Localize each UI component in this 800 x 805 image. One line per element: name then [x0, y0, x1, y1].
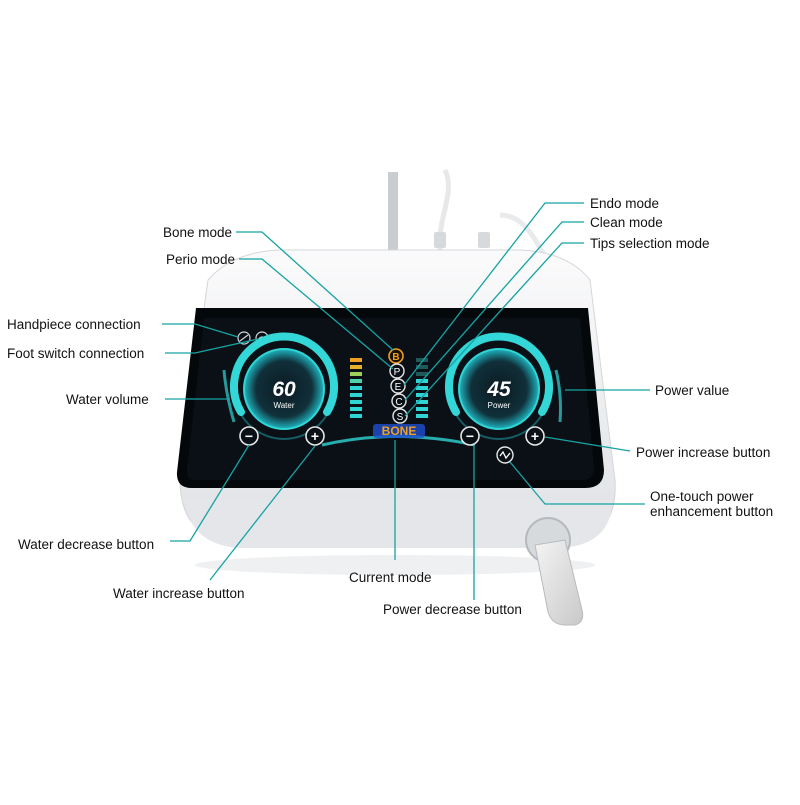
water-decrease-button-label: Water decrease button: [18, 537, 155, 552]
water-volume-label: Water volume: [66, 392, 149, 407]
power-side-glow: [554, 369, 562, 423]
leader-lines: [162, 202, 650, 600]
mode-letter-e: E: [395, 382, 402, 393]
handpiece-connection-icon-slash: [239, 334, 249, 342]
leader-power-increase: [544, 436, 631, 452]
endo-mode-label: Endo mode: [590, 196, 660, 211]
leader-perio-mode: [239, 258, 394, 370]
power-increase-button-label: Power increase button: [636, 445, 771, 460]
tube-connector-right: [478, 232, 490, 248]
water-unit-label: Water: [273, 401, 294, 410]
bone-mode-label: Bone mode: [162, 225, 232, 240]
water-tube: [437, 168, 451, 262]
leader-foot-switch-connection: [165, 338, 259, 354]
water-level-bars: [350, 358, 362, 418]
current-mode-badge: [373, 424, 425, 438]
water-decrease-button[interactable]: −: [239, 426, 259, 446]
mode-button-perio[interactable]: P: [389, 363, 405, 379]
leader-tips-selection-mode: [404, 242, 584, 417]
wave-icon: [499, 450, 511, 460]
leader-water-increase: [209, 445, 316, 581]
perio-mode-label: Perio mode: [165, 252, 235, 267]
leader-clean-mode: [404, 221, 584, 401]
plus-icon: +: [311, 428, 319, 444]
minus-icon: −: [245, 428, 253, 444]
water-value: 60: [272, 378, 296, 401]
one-touch-power-enhancement-button[interactable]: [496, 446, 514, 464]
power-value-label: Power value: [655, 383, 730, 398]
mode-button-bone[interactable]: B: [388, 348, 404, 364]
leader-handpiece-connection: [162, 323, 239, 338]
power-increase-button[interactable]: +: [525, 426, 545, 446]
mode-letter-s: S: [397, 412, 404, 423]
leader-endo-mode: [403, 202, 584, 386]
power-dial: [458, 348, 540, 430]
power-decrease-button-label: Power decrease button: [383, 602, 522, 617]
power-unit-label: Power: [488, 401, 511, 410]
handpiece-connection-icon: [237, 331, 251, 345]
leader-water-decrease: [170, 444, 250, 542]
mode-letter-b: B: [392, 352, 399, 363]
water-increase-button-label: Water increase button: [113, 586, 245, 601]
plus-icon: +: [531, 428, 539, 444]
mode-button-tips-selection[interactable]: S: [392, 408, 408, 424]
leader-bone-mode: [236, 231, 394, 351]
device-base: [185, 500, 612, 548]
current-mode-name: BONE: [382, 424, 417, 438]
stand-rod: [388, 172, 398, 292]
mode-letter-p: P: [394, 367, 401, 378]
power-dial-arc: [445, 332, 553, 416]
mode-button-clean[interactable]: C: [391, 393, 407, 409]
handpiece-cable: [534, 539, 584, 626]
clean-mode-label: Clean mode: [590, 215, 663, 230]
handpiece-connection-label: Handpiece connection: [7, 317, 141, 332]
device-shadow: [195, 555, 595, 575]
power-value: 45: [486, 378, 511, 401]
tube-connector-left: [434, 232, 446, 248]
water-increase-button[interactable]: +: [305, 426, 325, 446]
tips-selection-mode-label: Tips selection mode: [590, 236, 710, 251]
foot-switch-connection-label: Foot switch connection: [7, 346, 145, 361]
water-side-glow: [222, 369, 236, 423]
current-mode-label: Current mode: [349, 570, 432, 585]
water-dial-arc: [230, 332, 338, 416]
leader-one-touch-power: [509, 461, 645, 505]
power-decrease-button[interactable]: −: [460, 426, 480, 446]
mode-letter-c: C: [395, 397, 402, 408]
water-dial: [243, 348, 325, 430]
mode-button-endo[interactable]: E: [390, 378, 406, 394]
minus-icon: −: [466, 428, 474, 444]
one-touch-power-enhancement-button-label: One-touch power enhancement button: [650, 489, 774, 519]
